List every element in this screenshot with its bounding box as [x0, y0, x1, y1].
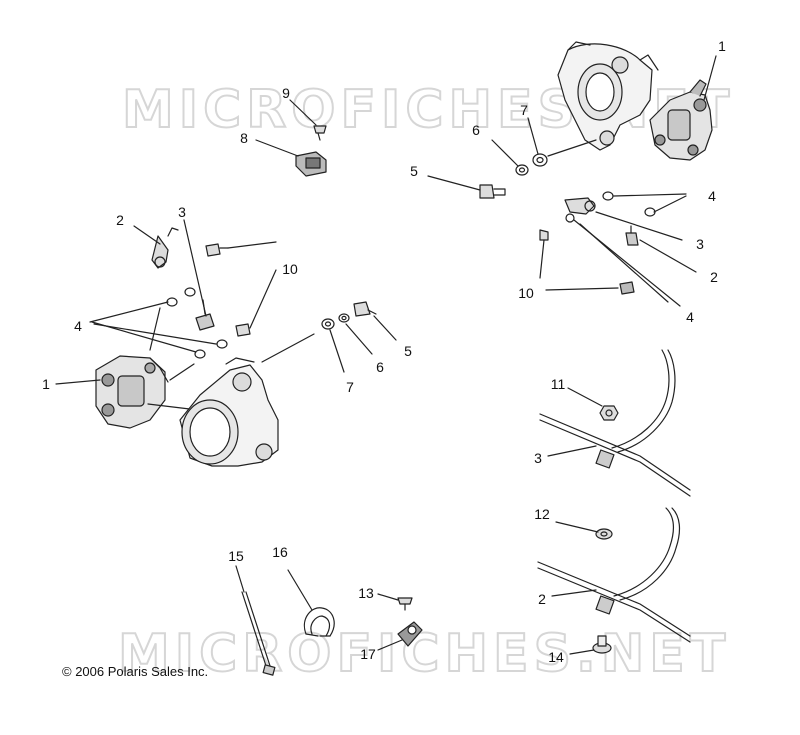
leader-5-left: [373, 315, 397, 341]
washer-12: [595, 528, 613, 540]
leader-11: [567, 387, 603, 407]
callout-13: 13: [358, 585, 374, 601]
leader-5-right: [427, 175, 481, 191]
clip-16: [303, 607, 335, 637]
bolt-5-left: [353, 301, 377, 317]
bolt-14: [592, 635, 612, 654]
callout-6-right: 6: [472, 122, 480, 138]
watermark-bottom: MICROFICHES.NET: [117, 624, 731, 684]
caliper-bracket-left: [179, 357, 279, 467]
brake-line-3: [539, 349, 691, 497]
leader-17: [377, 639, 403, 651]
callout-10-right: 10: [518, 285, 534, 301]
leader-4-left-a: [89, 301, 169, 323]
caliper-bracket-right: [557, 41, 659, 151]
leader-6-left: [345, 323, 373, 355]
copyright-notice: © 2006 Polaris Sales Inc.: [62, 664, 209, 679]
callout-11: 11: [550, 376, 566, 392]
screw-13: [397, 597, 413, 611]
bolt-10-right: [539, 229, 549, 241]
bleeder-3-left: [195, 299, 215, 331]
callout-3-left: 3: [178, 204, 186, 220]
leader-2-left: [133, 225, 161, 245]
leader-1-right: [703, 55, 717, 101]
washer-4-left-c: [216, 339, 228, 349]
washer-4-left-a: [184, 287, 196, 297]
leader-bracket-left: [261, 333, 315, 363]
leader-bracket-right: [547, 139, 597, 157]
callout-5-right: 5: [410, 163, 418, 179]
leader-16: [287, 569, 313, 611]
callout-2-detail: 2: [538, 591, 546, 607]
callout-15: 15: [228, 548, 244, 564]
brake-line-2: [537, 507, 691, 643]
callout-4-left: 4: [74, 318, 82, 334]
callout-6-left: 6: [376, 359, 384, 375]
washer-7-left: [321, 318, 335, 330]
leader-13: [377, 593, 399, 601]
washer-4-right-c: [565, 213, 575, 223]
clamp-17: [397, 621, 423, 647]
callout-17: 17: [360, 646, 376, 662]
bolt-10-left-a: [205, 243, 229, 257]
leader-2-detail: [551, 589, 597, 597]
brake-line-end-left: [151, 227, 179, 269]
leader-12: [555, 521, 599, 533]
callout-16: 16: [272, 544, 288, 560]
callout-4-right-b: 4: [686, 309, 694, 325]
callout-1-right: 1: [718, 38, 726, 54]
washer-7-right: [532, 153, 548, 167]
leader-9: [289, 99, 317, 126]
washer-4-left-d: [194, 349, 206, 359]
bolt-10-left-b: [235, 323, 251, 337]
callout-3-detail: 3: [534, 450, 542, 466]
brake-line-end-right: [564, 197, 596, 215]
callout-14: 14: [548, 649, 564, 665]
leader-7-right: [527, 117, 539, 155]
leader-1-left: [55, 379, 101, 385]
leader-10-left-b: [249, 269, 277, 329]
callout-5-left: 5: [404, 343, 412, 359]
screw-9: [313, 125, 327, 141]
leader-2-right: [639, 239, 697, 273]
caliper-left: [95, 355, 169, 429]
washer-4-right-a: [602, 191, 614, 201]
leader-14: [569, 649, 595, 655]
bolt-5-right: [479, 184, 506, 199]
callout-9: 9: [282, 85, 290, 101]
leader-15: [235, 565, 245, 593]
callout-8: 8: [240, 130, 248, 146]
callout-2-left: 2: [116, 212, 124, 228]
callout-7-left: 7: [346, 379, 354, 395]
leader-10-left-a: [227, 241, 277, 249]
nut-11: [599, 405, 619, 421]
bolt-10-right-b: [619, 281, 635, 295]
leader-10-right: [545, 287, 619, 291]
leader-4-left-c: [93, 323, 217, 345]
clip-8: [295, 151, 327, 177]
leader-6-right: [491, 139, 519, 167]
bleeder-2-right: [625, 225, 639, 246]
callout-2-right: 2: [710, 269, 718, 285]
leader-7-left: [329, 329, 345, 373]
washer-6-right: [515, 164, 529, 176]
callout-7-right: 7: [520, 102, 528, 118]
leader-8: [255, 139, 299, 157]
leader-3-right: [595, 211, 683, 241]
caliper-right: [649, 79, 713, 161]
callout-12: 12: [534, 506, 550, 522]
leader-3-left: [183, 219, 207, 317]
callout-10-left: 10: [282, 261, 298, 277]
callout-3-right: 3: [696, 236, 704, 252]
callout-1-left: 1: [42, 376, 50, 392]
cable-tie-15: [241, 591, 276, 676]
callout-4-right: 4: [708, 188, 716, 204]
leader-3-detail: [547, 445, 597, 457]
washer-6-left: [338, 313, 350, 323]
